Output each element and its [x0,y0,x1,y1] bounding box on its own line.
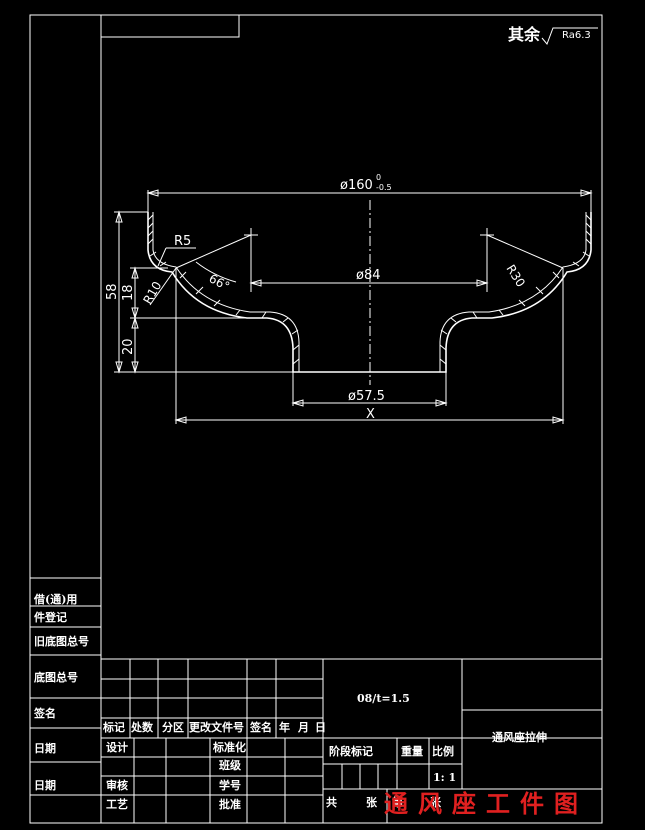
roughness-value: Ra6.3 [562,30,591,41]
watermark: 通风座工件图 [384,789,588,818]
title-block: 标记 处数 分区 更改文件号 签名 年 月 日 设计 审核 工艺 标准化 班级 … [100,658,603,824]
dim-h18: 18 [121,284,136,301]
scale-value: 1: 1 [433,771,456,784]
dim-d160: ø160 [340,178,373,193]
side-label-drawing-no: 底图总号 [34,670,78,684]
roughness-text: 其余 [508,25,541,44]
hdr-sign: 签名 [249,720,272,734]
sheet-total-unit: 张 [366,795,378,809]
role-review: 审核 [106,778,128,792]
side-label-date-2: 日期 [34,778,56,792]
dim-x: X [366,407,375,422]
dim-d57-5: ø57.5 [348,389,385,404]
hdr-year: 年 [279,720,290,734]
side-label-register: 件登记 [34,610,67,624]
dim-d160-lower: -0.5 [376,183,392,192]
side-label-old-drawing: 旧底图总号 [34,634,89,648]
outer-frame [29,14,603,824]
hdr-change-doc: 更改文件号 [189,720,244,734]
roughness-note: 其余 Ra6.3 [508,25,598,45]
role-approve: 批准 [219,797,241,811]
hdr-scale: 比例 [432,744,454,758]
material-spec: 08/t=1.5 [357,692,410,705]
roughness-symbol-icon [541,27,598,45]
dim-h20: 20 [121,338,136,355]
hdr-zone: 分区 [162,720,184,734]
dim-h58: 58 [105,283,120,300]
corner-box [100,14,240,38]
side-label-sign: 签名 [33,706,56,720]
hdr-weight: 重量 [401,744,423,758]
hdr-day: 日 [315,721,326,734]
sheet-number: 第 [392,795,403,809]
side-label-usage: 借(通)用 [33,592,77,606]
role-design: 设计 [106,740,128,754]
hdr-month: 月 [297,721,309,734]
inner-contour-left [152,212,300,372]
role-process: 工艺 [106,797,128,811]
part-profile [147,200,592,385]
dimensions: ø160 0 -0.5 R5 R10 66° R30 ø84 [105,173,593,424]
dim-r5: R5 [174,234,191,249]
inner-contour-right [439,212,587,372]
dim-angle: 66° [207,271,232,293]
role-student-no: 学号 [219,778,241,792]
sheet-number-unit: 张 [430,795,442,809]
role-standard: 标准化 [212,740,246,754]
dim-r30: R30 [503,262,527,289]
part-name: 通风座拉伸 [492,730,547,744]
hdr-stage-mark: 阶段标记 [329,744,373,758]
role-class: 班级 [219,758,242,772]
dim-d84: ø84 [356,268,381,283]
dim-r10: R10 [140,279,164,306]
side-label-date-1: 日期 [34,741,56,755]
dim-d160-upper: 0 [376,173,381,182]
hdr-count: 处数 [130,720,154,734]
side-table: 借(通)用 件登记 旧底图总号 底图总号 签名 日期 日期 [29,577,102,824]
hdr-mark: 标记 [102,720,125,734]
sheet-total: 共 [326,795,337,809]
